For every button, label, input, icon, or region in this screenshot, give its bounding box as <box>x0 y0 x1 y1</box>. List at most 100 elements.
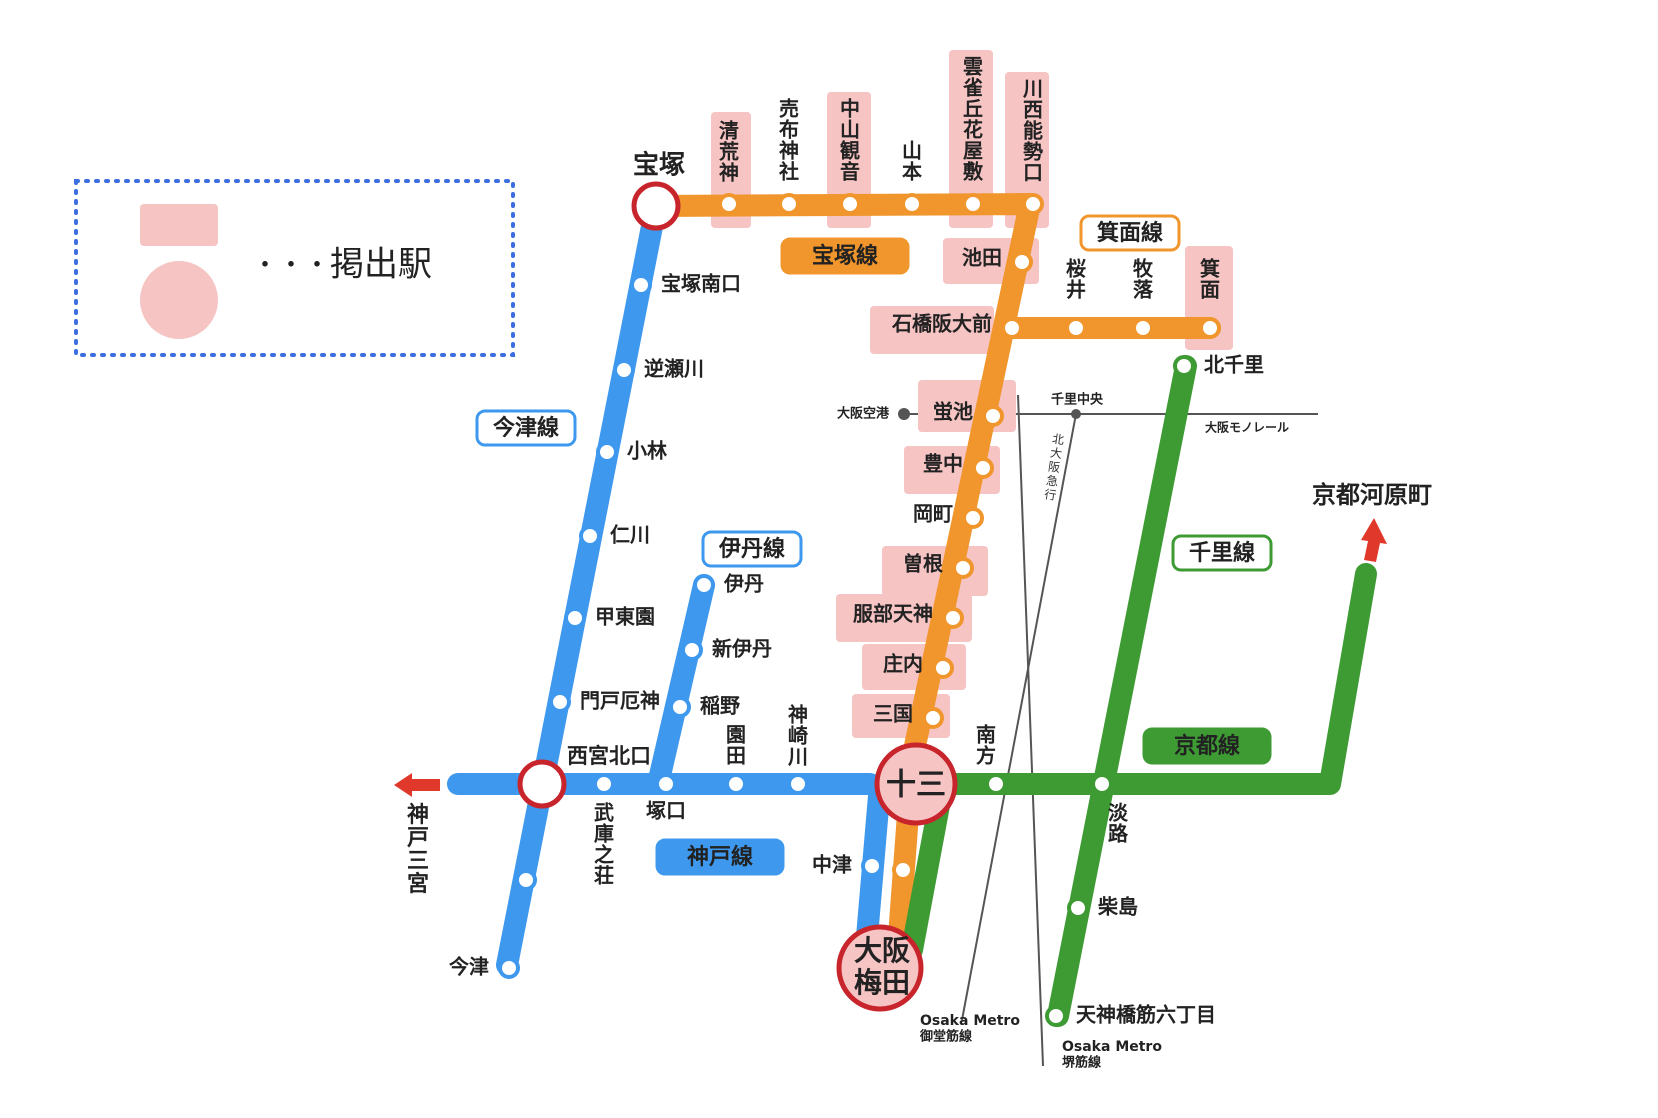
line-badge-takarazuka: 宝塚線 <box>780 237 910 275</box>
station-dot[interactable] <box>1045 1005 1067 1027</box>
station-dot[interactable] <box>972 457 994 479</box>
station-dot[interactable] <box>982 405 1004 427</box>
svg-text:落: 落 <box>1133 278 1154 302</box>
station-dot[interactable] <box>922 707 944 729</box>
svg-text:敷: 敷 <box>963 160 984 184</box>
svg-text:本: 本 <box>902 160 922 184</box>
station-dot[interactable] <box>1173 355 1195 377</box>
hub-label: 西宮北口 <box>567 744 651 768</box>
station-dot[interactable] <box>613 359 635 381</box>
station-dot[interactable] <box>681 639 703 661</box>
station-dot[interactable] <box>861 855 883 877</box>
svg-text:方: 方 <box>976 744 996 768</box>
svg-text:神: 神 <box>788 703 808 727</box>
svg-text:神: 神 <box>407 802 429 828</box>
station-dot[interactable] <box>630 274 652 296</box>
sakaisuji-line <box>1017 394 1044 1067</box>
station-dot[interactable] <box>778 193 800 215</box>
svg-text:清: 清 <box>719 119 739 143</box>
station-label: 服部天神 <box>853 602 933 626</box>
station-dot[interactable] <box>892 859 914 881</box>
hub-takarazuka[interactable] <box>631 181 681 231</box>
line-badge-imazu: 今津線 <box>475 409 577 447</box>
station-dot[interactable] <box>693 574 715 596</box>
svg-text:神: 神 <box>779 139 799 163</box>
station-label: 岡町 <box>913 502 953 526</box>
svg-text:売: 売 <box>779 97 799 121</box>
station-dot[interactable] <box>498 957 520 979</box>
station-dot[interactable] <box>1067 897 1089 919</box>
metro-midosuji-label: Osaka Metro <box>920 1013 1020 1029</box>
station-label-vertical: 園田 <box>726 723 746 768</box>
station-dot[interactable] <box>962 193 984 215</box>
svg-text:能: 能 <box>1023 119 1043 143</box>
station-label: 柴島 <box>1097 895 1138 919</box>
station-dot[interactable] <box>901 193 923 215</box>
station-dot[interactable] <box>962 507 984 529</box>
station-dot[interactable] <box>932 657 954 679</box>
svg-text:宝塚線: 宝塚線 <box>812 243 878 269</box>
hub-nishinomiya[interactable] <box>517 759 567 809</box>
station-dot[interactable] <box>787 773 809 795</box>
line-badge-kyoto: 京都線 <box>1142 727 1272 765</box>
station-label: 曽根 <box>903 552 943 576</box>
svg-text:淡: 淡 <box>1108 801 1129 825</box>
svg-text:桜: 桜 <box>1066 257 1086 281</box>
monorail-label: 大阪モノレール <box>1205 420 1289 435</box>
svg-text:神: 神 <box>719 161 739 185</box>
station-dot[interactable] <box>655 773 677 795</box>
legend-dots: ・・・ <box>252 251 330 281</box>
svg-text:面: 面 <box>1200 278 1220 302</box>
station-dot[interactable] <box>1022 193 1044 215</box>
station-label: 池田 <box>962 246 1002 270</box>
svg-text:勢: 勢 <box>1023 140 1043 164</box>
hub-juso[interactable] <box>874 742 958 826</box>
airport-label: 大阪空港 <box>837 406 890 422</box>
station-dot[interactable] <box>579 525 601 547</box>
svg-text:川: 川 <box>787 745 808 769</box>
station-label: 稲野 <box>700 694 740 718</box>
station-dot[interactable] <box>1011 251 1033 273</box>
station-label: 石橋阪大前 <box>891 312 992 336</box>
svg-text:雀: 雀 <box>962 76 983 100</box>
svg-text:屋: 屋 <box>963 139 983 163</box>
station-dot[interactable] <box>596 441 618 463</box>
svg-text:路: 路 <box>1108 822 1129 846</box>
station-dot[interactable] <box>985 773 1007 795</box>
itami-line <box>647 574 715 795</box>
station-dot[interactable] <box>1065 317 1087 339</box>
station-dot[interactable] <box>942 607 964 629</box>
station-label: 伊丹 <box>723 572 764 596</box>
station-dot[interactable] <box>549 691 571 713</box>
station-dot[interactable] <box>718 193 740 215</box>
svg-text:川: 川 <box>1022 77 1043 101</box>
svg-text:社: 社 <box>778 160 799 184</box>
station-dot[interactable] <box>669 696 691 718</box>
hub-label: 梅田 <box>854 966 910 999</box>
station-dot[interactable] <box>515 869 537 891</box>
station-dot[interactable] <box>1001 317 1023 339</box>
station-dot[interactable] <box>839 193 861 215</box>
station-dot[interactable] <box>725 773 747 795</box>
hub-label: 十三 <box>886 768 946 803</box>
hub-umeda[interactable] <box>836 924 924 1012</box>
station-dot[interactable] <box>952 557 974 579</box>
svg-text:布: 布 <box>779 118 799 142</box>
kyoto-line-umeda <box>901 789 951 961</box>
line-badge-senri: 千里線 <box>1171 534 1273 572</box>
svg-text:園: 園 <box>726 723 746 747</box>
station-dot[interactable] <box>593 773 615 795</box>
svg-text:丘: 丘 <box>963 97 983 121</box>
station-label: 逆瀬川 <box>644 357 704 381</box>
station-dot[interactable] <box>1132 317 1154 339</box>
svg-text:荘: 荘 <box>594 864 614 888</box>
station-dot[interactable] <box>564 607 586 629</box>
station-dot[interactable] <box>1199 317 1221 339</box>
svg-text:神戸線: 神戸線 <box>687 844 753 870</box>
svg-text:花: 花 <box>963 118 983 142</box>
station-label: 塚口 <box>646 799 686 823</box>
station-dot[interactable] <box>1091 773 1113 795</box>
